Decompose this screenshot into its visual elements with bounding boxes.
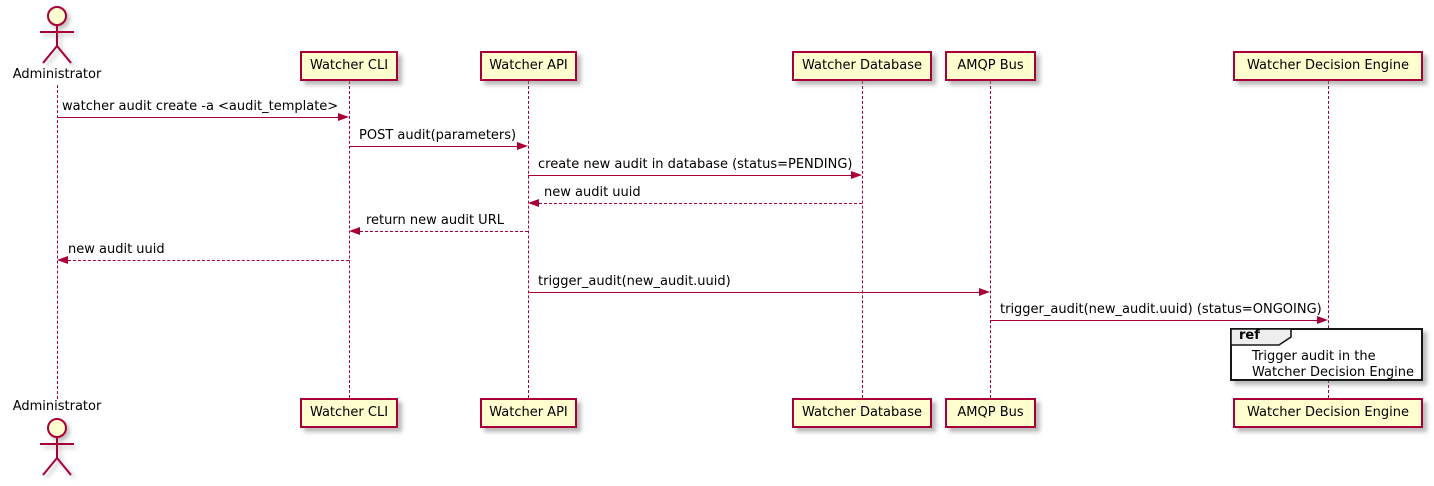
lifeline-watcher-database xyxy=(862,81,863,398)
lifeline-watcher-api xyxy=(528,81,529,398)
arrowhead-right-icon xyxy=(517,142,528,150)
arrowhead-right-icon xyxy=(851,171,862,179)
message-line xyxy=(349,146,518,147)
message-label: POST audit(parameters) xyxy=(359,128,517,143)
lifeline-watcher-decision-engine xyxy=(1328,81,1329,398)
participant-watcher-api-top: Watcher API xyxy=(480,51,577,81)
participant-watcher-api-bottom: Watcher API xyxy=(480,398,577,428)
arrowhead-left-icon xyxy=(57,256,68,264)
ref-tag-shape-icon xyxy=(1230,328,1292,346)
message-line xyxy=(990,320,1317,321)
participant-watcher-decision-engine-top: Watcher Decision Engine xyxy=(1233,51,1423,81)
ref-tag: ref xyxy=(1230,328,1292,346)
participant-watcher-database-bottom: Watcher Database xyxy=(792,398,932,428)
ref-fragment: ref Trigger audit in the Watcher Decisio… xyxy=(1230,328,1423,381)
actor-label-top: Administrator xyxy=(12,67,102,82)
message-label: new audit uuid xyxy=(544,185,641,200)
ref-keyword: ref xyxy=(1239,328,1260,343)
message-line xyxy=(360,231,528,232)
message-line xyxy=(57,117,339,118)
message-label: new audit uuid xyxy=(68,242,165,257)
arrowhead-right-icon xyxy=(338,113,349,121)
lifeline-watcher-cli xyxy=(349,81,350,398)
participant-amqp-bus-bottom: AMQP Bus xyxy=(945,398,1036,428)
actor-icon xyxy=(40,6,74,64)
message-label: return new audit URL xyxy=(366,213,504,228)
participant-amqp-bus-top: AMQP Bus xyxy=(945,51,1036,81)
ref-text: Trigger audit in the Watcher Decision En… xyxy=(1252,349,1414,381)
message-line xyxy=(539,203,862,204)
participant-watcher-cli-bottom: Watcher CLI xyxy=(300,398,398,428)
arrowhead-right-icon xyxy=(979,288,990,296)
message-label: create new audit in database (status=PEN… xyxy=(538,157,853,172)
arrowhead-left-icon xyxy=(528,199,539,207)
actor-icon xyxy=(40,418,74,476)
participant-watcher-decision-engine-bottom: Watcher Decision Engine xyxy=(1233,398,1423,428)
participant-watcher-cli-top: Watcher CLI xyxy=(300,51,398,81)
lifeline-amqp-bus xyxy=(990,81,991,398)
message-label: trigger_audit(new_audit.uuid) (status=ON… xyxy=(1000,302,1322,317)
message-line xyxy=(68,260,349,261)
message-label: trigger_audit(new_audit.uuid) xyxy=(538,274,731,289)
message-line xyxy=(528,175,852,176)
participant-watcher-database-top: Watcher Database xyxy=(792,51,932,81)
arrowhead-left-icon xyxy=(349,227,360,235)
ref-text-line-2: Watcher Decision Engine xyxy=(1252,365,1414,380)
message-label: watcher audit create -a <audit_template> xyxy=(62,99,339,114)
lifeline-administrator xyxy=(57,85,58,399)
arrowhead-right-icon xyxy=(1317,316,1328,324)
actor-label-bottom: Administrator xyxy=(12,399,102,414)
ref-text-line-1: Trigger audit in the xyxy=(1252,349,1376,364)
message-line xyxy=(528,292,980,293)
